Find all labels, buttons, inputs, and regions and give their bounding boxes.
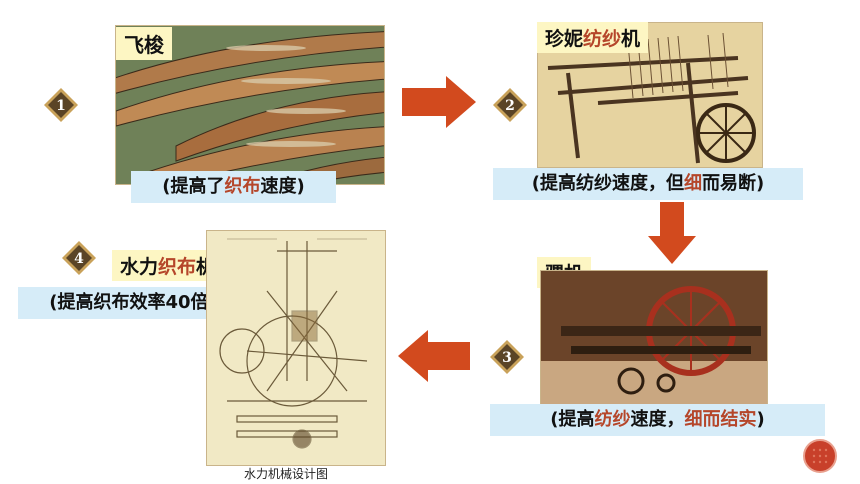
step-3-caption-pre: (提高: [550, 409, 595, 430]
next-slide-button[interactable]: [803, 439, 837, 473]
step-4-title-pre: 水力: [120, 256, 159, 278]
arrow-right-icon: [402, 76, 476, 128]
step-2-title-highlight: 纺纱: [583, 28, 622, 50]
dots-pattern-icon: [812, 448, 828, 464]
step-4-title-highlight: 织布: [158, 256, 197, 278]
flying-shuttle-image: [115, 25, 385, 185]
step-2-title: 珍妮纺纱机: [537, 22, 649, 53]
step-4-badge: 4: [62, 241, 96, 279]
step-3-caption-mid: 速度，: [630, 409, 685, 430]
step-3-badge: 3: [490, 340, 524, 378]
svg-text:1: 1: [56, 98, 66, 114]
step-3-caption: (提高纺纱速度，细而结实): [490, 404, 825, 436]
step-2-badge: 2: [493, 88, 527, 126]
step-1-badge: 1: [44, 88, 78, 126]
arrow-left-icon: [398, 330, 470, 382]
step-3-caption-highlight-2: 细而结实: [684, 409, 757, 430]
step-1-caption-highlight: 织布: [224, 176, 261, 197]
step-2-caption-pre: (提高纺纱速度，但: [531, 173, 684, 194]
figure-caption: 水力机械设计图: [244, 467, 329, 481]
svg-text:3: 3: [502, 350, 512, 366]
step-1-caption-post: 速度): [260, 176, 305, 197]
step-2-caption-highlight: 细: [684, 173, 702, 194]
step-2-title-pre: 珍妮: [545, 28, 584, 50]
step-2-caption-post: 而易断): [702, 173, 765, 194]
step-2-caption: (提高纺纱速度，但细而易断): [493, 168, 803, 200]
step-1-caption: (提高了织布速度): [131, 171, 336, 203]
water-loom-design-image: [206, 230, 386, 466]
arrow-down-icon: [648, 202, 696, 264]
spinning-mule-image: [540, 270, 768, 406]
step-3-caption-highlight-1: 纺纱: [594, 409, 631, 430]
svg-text:4: 4: [74, 251, 84, 267]
step-1-title: 飞梭: [116, 27, 172, 60]
svg-text:2: 2: [505, 98, 515, 114]
step-3-caption-post: ): [756, 409, 765, 430]
step-1-caption-pre: (提高了: [162, 176, 225, 197]
step-2-title-post: 机: [621, 28, 641, 50]
